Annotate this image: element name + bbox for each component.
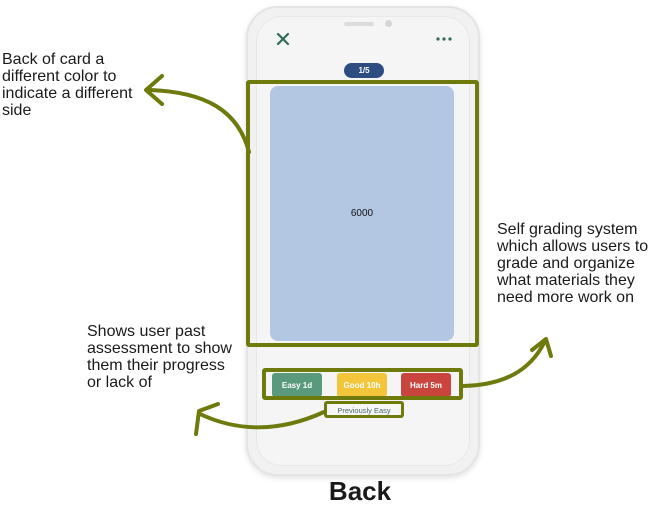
phone-camera [385,20,392,27]
card-text: 6000 [350,208,374,219]
progress-indicator: 1/5 [344,63,384,78]
good-grade-button[interactable]: Good 10h [337,373,387,397]
easy-grade-button[interactable]: Easy 1d [272,373,322,397]
phone-speaker [344,22,374,26]
note-grading: Self grading system which allows users t… [497,221,649,306]
previous-highlight-box [324,401,404,418]
note-past: Shows user past assessment to show them … [87,323,232,391]
card-highlight-box [246,80,479,347]
hard-grade-button[interactable]: Hard 5m [401,373,451,397]
grading-highlight-box [262,368,463,400]
note-card-color: Back of card a different color to indica… [2,51,133,119]
flashcard-back[interactable]: 6000 [270,86,454,341]
arrow-grading [461,341,546,388]
close-icon[interactable] [276,32,290,46]
more-horizontal-icon[interactable] [436,37,452,41]
previous-assessment-label: Previously Easy [330,404,398,416]
arrow-past [198,410,326,430]
screen-caption: Back [328,476,392,506]
arrow-card-color [148,88,251,154]
